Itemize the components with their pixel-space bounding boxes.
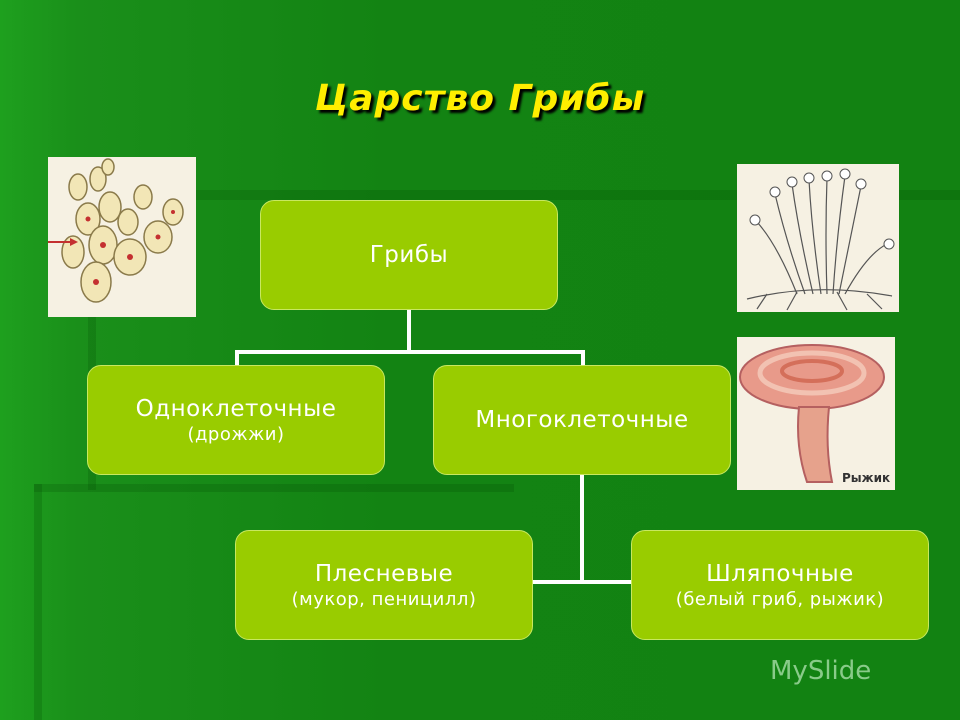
background-band-left2 [34,484,42,720]
node-mold: Плесневые (мукор, пеницилл) [235,530,533,640]
connector-multi-bar [532,580,632,584]
node-cap-label: Шляпочные [706,560,854,587]
connector-to-multicellular [581,350,585,366]
node-mold-sub: (мукор, пеницилл) [291,588,477,610]
connector-multi-down [580,474,584,584]
connector-to-unicellular [235,350,239,366]
background-band-top [88,190,960,200]
node-fungi: Грибы [260,200,558,310]
mushroom-caption: Рыжик [842,471,891,485]
saffron-milk-cap-illustration: Рыжик [737,337,895,490]
node-mold-label: Плесневые [314,560,454,587]
node-unicellular-sub: (дрожжи) [187,423,285,445]
slide-title: Царство Грибы [314,78,646,119]
connector-root-down [407,310,411,352]
myslide-watermark: MySlide [770,656,872,686]
node-unicellular: Одноклеточные (дрожжи) [87,365,385,475]
background-band-left [88,190,96,490]
background-band-mid [34,484,514,492]
yeast-cells-illustration [48,157,196,317]
node-multicellular: Многоклеточные [433,365,731,475]
connector-root-bar [235,350,585,354]
node-fungi-label: Грибы [369,242,449,268]
mucor-mold-illustration [737,164,899,312]
node-cap-mushrooms: Шляпочные (белый гриб, рыжик) [631,530,929,640]
node-multicellular-label: Многоклеточные [475,407,689,433]
node-cap-sub: (белый гриб, рыжик) [675,588,885,610]
node-unicellular-label: Одноклеточные [135,395,337,422]
